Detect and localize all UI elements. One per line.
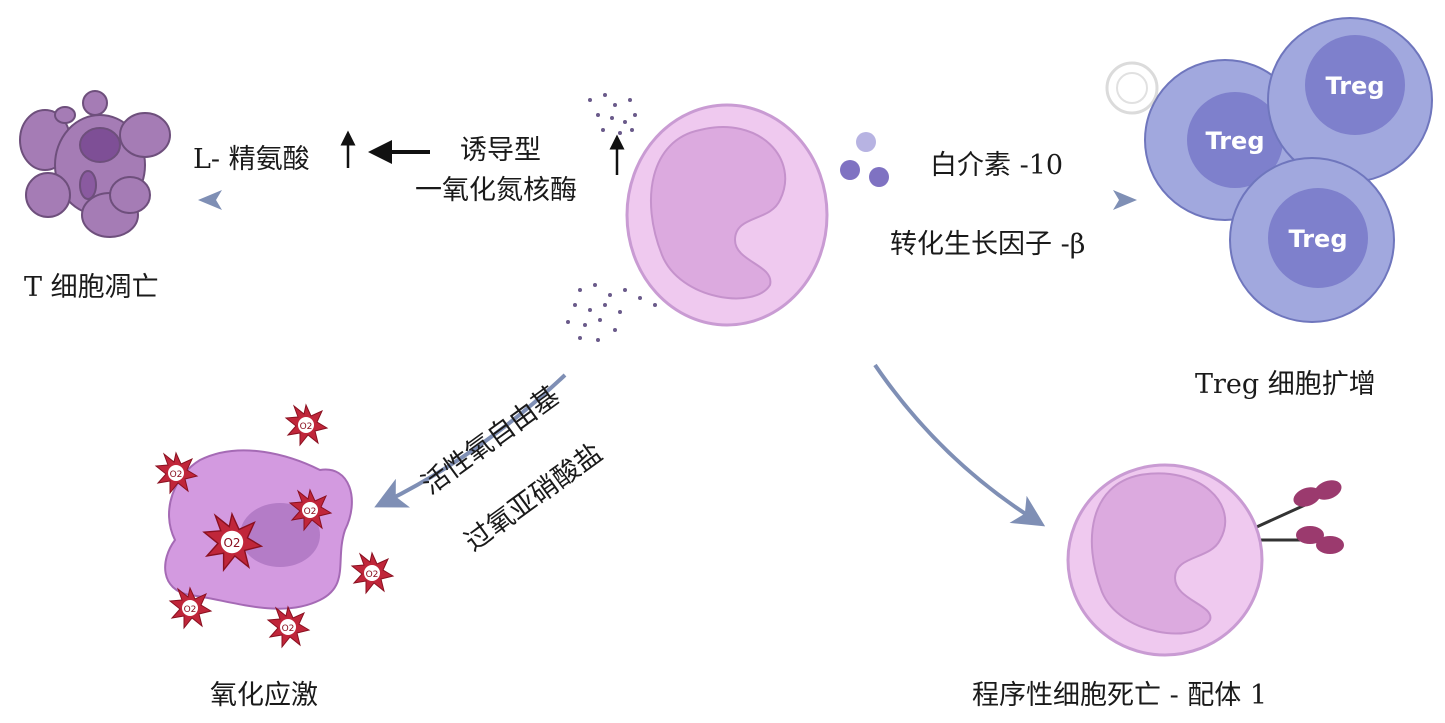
label-inos-line2: 一氧化氮核酶 — [415, 175, 577, 206]
treg-cell: Treg — [1229, 157, 1395, 323]
o2-star-icon: O2 — [285, 404, 328, 446]
svg-text:O2: O2 — [170, 470, 183, 480]
arrowhead-right — [1113, 190, 1137, 210]
secretion-dots-top — [588, 93, 637, 135]
secretion-dots-bottom — [566, 283, 657, 342]
o2-star-icon: O2 — [169, 587, 212, 629]
apoptotic-t-cell — [19, 90, 171, 238]
o2-star-icon: O2 — [203, 513, 263, 571]
label-inos-line1: 诱导型 — [460, 135, 541, 166]
treg-label: Treg — [1288, 225, 1347, 253]
svg-text:O2: O2 — [282, 624, 295, 634]
nucleus — [650, 126, 787, 300]
label-t-cell-apoptosis: T 细胞凋亡 — [24, 272, 159, 303]
treg-label: Treg — [1325, 72, 1384, 100]
cytokine-dots — [840, 132, 889, 187]
label-tgf-beta: 转化生长因子 -β — [890, 229, 1086, 260]
oxidative-stress-cell: O2 O2 O2 O2 O2 O2 O2 — [155, 404, 394, 648]
o2-star-icon: O2 — [267, 606, 310, 648]
o2-star-icon: O2 — [351, 552, 394, 594]
arrowhead-left — [198, 190, 222, 210]
arrow-to-oxidative-stress — [374, 373, 567, 508]
arrow-to-pdl1-cell — [873, 363, 1046, 527]
label-pdl1: 程序性细胞死亡 - 配体 1 — [972, 680, 1268, 711]
o2-star-icon: O2 — [289, 489, 332, 531]
pdl1-cell — [1066, 463, 1344, 657]
svg-text:O2: O2 — [300, 422, 313, 432]
svg-text:O2: O2 — [304, 507, 317, 517]
treg-cell: Treg — [1267, 17, 1433, 183]
watermark-seal — [1105, 61, 1159, 115]
treg-cells: Treg Treg Treg — [1144, 17, 1433, 323]
label-il10: 白介素 -10 — [930, 150, 1064, 181]
svg-text:O2: O2 — [184, 605, 197, 615]
treg-label: Treg — [1205, 127, 1264, 155]
central-cell — [625, 103, 829, 327]
svg-text:O2: O2 — [366, 570, 379, 580]
label-treg-expansion: Treg 细胞扩增 — [1195, 369, 1376, 400]
o2-star-icon: O2 — [155, 452, 198, 494]
svg-text:O2: O2 — [223, 536, 240, 550]
label-l-arginine: L- 精氨酸 — [193, 144, 310, 175]
label-oxidative-stress: 氧化应激 — [210, 680, 318, 711]
